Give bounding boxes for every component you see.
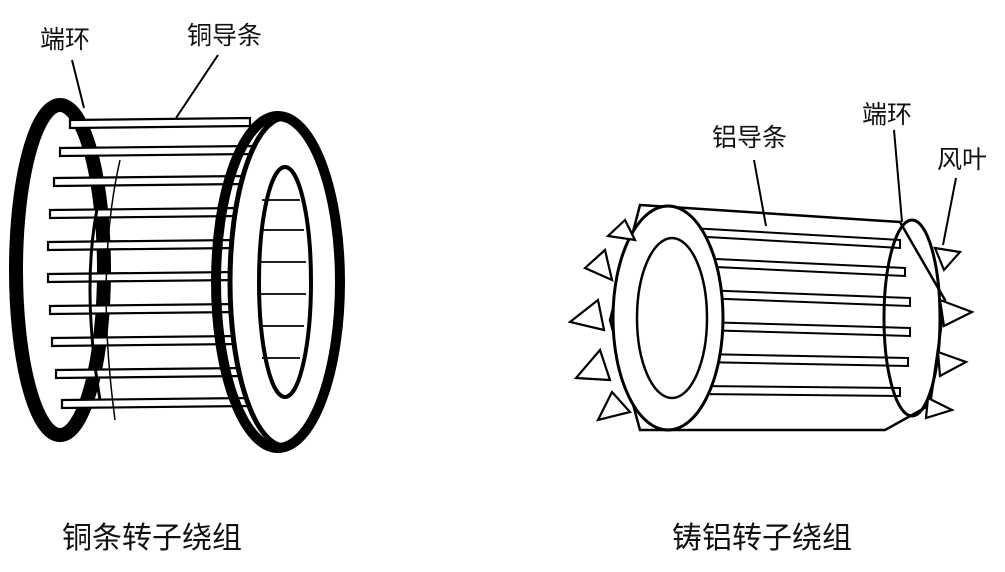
copper-end-ring-leader (71, 59, 85, 109)
aluminum-rotor-bars (689, 226, 911, 398)
aluminum-rotor-drawing (567, 129, 975, 432)
aluminum-bar-label: 铝导条 (712, 123, 788, 152)
aluminum-fan-leader (942, 177, 957, 246)
copper-rotor-caption: 铜条转子绕组 (62, 521, 242, 556)
aluminum-rotor-rear-fan-blades (924, 246, 975, 420)
aluminum-rotor-rear-ring (882, 218, 942, 418)
aluminum-rotor-caption: 铸铝转子绕组 (672, 521, 852, 556)
copper-rotor-bars (46, 116, 254, 410)
aluminum-bar-leader (753, 159, 767, 227)
aluminum-end-ring-leader (893, 129, 903, 223)
copper-rotor-drawing (9, 54, 345, 453)
copper-bar-label: 铜导条 (187, 21, 263, 50)
aluminum-fan-blade-label: 风叶 (937, 145, 988, 174)
copper-bar-leader (175, 54, 219, 119)
aluminum-rotor-front-fan-blades (567, 218, 637, 422)
copper-rotor-inner-arc (88, 194, 102, 401)
copper-end-ring-label: 端环 (40, 25, 91, 54)
copper-rotor-back-end-ring (9, 98, 111, 442)
aluminum-end-ring-label: 端环 (862, 100, 913, 129)
